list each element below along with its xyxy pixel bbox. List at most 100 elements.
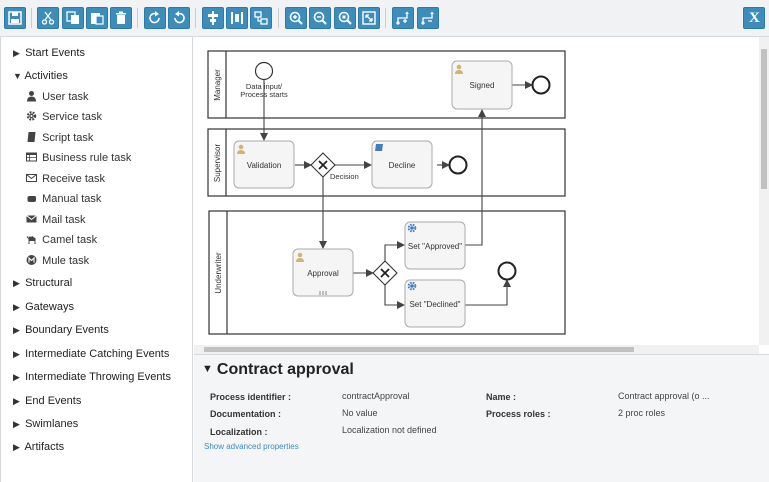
add-flow-icon <box>396 11 409 25</box>
end-event-underwriter[interactable] <box>497 261 517 281</box>
gateway-decision[interactable]: Decision <box>310 152 359 181</box>
svg-text:Set "Approved": Set "Approved" <box>408 242 462 251</box>
horizontal-scrollbar[interactable] <box>194 345 759 354</box>
delete-button[interactable] <box>110 7 132 29</box>
task-validation[interactable]: Validation <box>233 140 295 189</box>
process-roles-value[interactable]: 2 proc roles <box>618 408 666 418</box>
save-button[interactable] <box>4 7 26 29</box>
chevron-right-icon: ▶ <box>13 442 20 452</box>
palette-item-mule-task[interactable]: Mule task <box>25 253 89 269</box>
close-button[interactable]: X <box>743 7 765 29</box>
align-center-icon <box>208 11 218 25</box>
chevron-right-icon: ▶ <box>13 325 20 335</box>
vertical-scrollbar-thumb[interactable] <box>761 49 767 189</box>
chevron-down-icon: ▼ <box>13 71 22 81</box>
cut-button[interactable] <box>37 7 59 29</box>
task-set-declined[interactable]: Set "Declined" <box>404 279 466 328</box>
script-icon <box>375 144 383 151</box>
align-button[interactable] <box>202 7 224 29</box>
svg-text:Signed: Signed <box>470 81 495 90</box>
diagram-canvas[interactable]: Manager Supervisor Underwriter <box>194 37 769 354</box>
end-event-supervisor[interactable] <box>448 155 468 175</box>
copy-button[interactable] <box>62 7 84 29</box>
palette-item-script-task[interactable]: Script task <box>25 130 93 146</box>
zoom-out-icon <box>313 11 327 25</box>
end-event-manager[interactable] <box>531 75 551 95</box>
zoom-fit-button[interactable] <box>334 7 356 29</box>
start-event[interactable]: Data input/ Process starts <box>240 61 288 100</box>
task-signed[interactable]: Signed <box>451 60 513 110</box>
gateway-approval[interactable] <box>372 260 398 286</box>
zoom-in-button[interactable] <box>285 7 307 29</box>
svg-text:Approval: Approval <box>307 269 339 278</box>
undo-icon <box>174 11 185 24</box>
envelope-icon <box>26 174 37 182</box>
palette-group-start-events[interactable]: ▶ Start Events <box>13 47 85 59</box>
process-diagram[interactable]: Manager Supervisor Underwriter <box>194 37 759 345</box>
palette-group-intermediate-throwing-events[interactable]: ▶ Intermediate Throwing Events <box>13 371 171 383</box>
localization-label: Localization : <box>210 427 268 437</box>
gateway-decision-label: Decision <box>330 172 359 181</box>
mail-icon <box>26 215 37 223</box>
cut-icon <box>41 11 55 25</box>
redo-button[interactable] <box>144 7 166 29</box>
palette-item-receive-task[interactable]: Receive task <box>25 171 105 187</box>
zoom-out-button[interactable] <box>309 7 331 29</box>
properties-header[interactable]: ▼Contract approval <box>202 361 354 379</box>
svg-text:Set "Declined": Set "Declined" <box>409 300 460 309</box>
start-event-label-line1: Data input/ <box>246 82 283 91</box>
chevron-right-icon: ▶ <box>13 396 20 406</box>
mule-icon <box>26 255 37 265</box>
add-flow-button[interactable] <box>392 7 414 29</box>
localization-value[interactable]: Localization not defined <box>342 425 437 435</box>
palette-item-manual-task[interactable]: Manual task <box>25 191 101 207</box>
palette-item-mail-task[interactable]: Mail task <box>25 212 85 228</box>
horizontal-scrollbar-thumb[interactable] <box>204 347 634 352</box>
palette-group-artifacts[interactable]: ▶ Artifacts <box>13 441 65 453</box>
multi-instance-icon <box>319 291 327 295</box>
chevron-right-icon: ▶ <box>13 349 20 359</box>
palette-group-gateways[interactable]: ▶ Gateways <box>13 301 74 313</box>
undo-button[interactable] <box>168 7 190 29</box>
palette-item-camel-task[interactable]: Camel task <box>25 232 97 248</box>
chevron-right-icon: ▶ <box>13 372 20 382</box>
palette-item-service-task[interactable]: Service task <box>25 109 102 125</box>
palette-group-structural[interactable]: ▶ Structural <box>13 277 73 289</box>
group-button[interactable] <box>250 7 272 29</box>
group-icon <box>254 11 268 25</box>
process-identifier-value[interactable]: contractApproval <box>342 391 410 401</box>
task-approval[interactable]: Approval <box>292 248 354 297</box>
vertical-scrollbar[interactable] <box>759 37 769 345</box>
palette-group-intermediate-catching-events[interactable]: ▶ Intermediate Catching Events <box>13 348 170 360</box>
documentation-value[interactable]: No value <box>342 408 378 418</box>
process-identifier-label: Process identifier : <box>210 392 292 402</box>
lane-label-supervisor: Supervisor <box>213 144 222 183</box>
palette-item-user-task[interactable]: User task <box>25 89 89 105</box>
palette-group-end-events[interactable]: ▶ End Events <box>13 395 82 407</box>
chevron-right-icon: ▶ <box>13 48 20 58</box>
show-advanced-properties-link[interactable]: Show advanced properties <box>204 442 299 451</box>
close-label: X <box>749 10 760 26</box>
palette-group-swimlanes[interactable]: ▶ Swimlanes <box>13 418 79 430</box>
chevron-right-icon: ▶ <box>13 419 20 429</box>
palette-item-business-rule-task[interactable]: Business rule task <box>25 150 131 166</box>
start-event-label-line2: Process starts <box>240 90 288 99</box>
chevron-right-icon: ▶ <box>13 302 20 312</box>
chevron-down-icon: ▼ <box>202 363 213 375</box>
palette-group-activities[interactable]: ▼ Activities <box>13 70 68 82</box>
paste-button[interactable] <box>86 7 108 29</box>
fit-screen-button[interactable] <box>358 7 380 29</box>
save-icon <box>8 11 22 25</box>
task-decline[interactable]: Decline <box>371 140 433 189</box>
palette-group-boundary-events[interactable]: ▶ Boundary Events <box>13 324 109 336</box>
svg-text:Validation: Validation <box>247 161 282 170</box>
user-icon <box>455 64 463 74</box>
delete-flow-button[interactable] <box>417 7 439 29</box>
gear-icon <box>407 281 417 291</box>
process-roles-label: Process roles : <box>486 409 551 419</box>
task-set-approved[interactable]: Set "Approved" <box>404 221 466 270</box>
name-value[interactable]: Contract approval (o ... <box>618 391 710 401</box>
lane-label-underwriter: Underwriter <box>214 252 223 294</box>
documentation-label: Documentation : <box>210 409 281 419</box>
distribute-button[interactable] <box>226 7 248 29</box>
